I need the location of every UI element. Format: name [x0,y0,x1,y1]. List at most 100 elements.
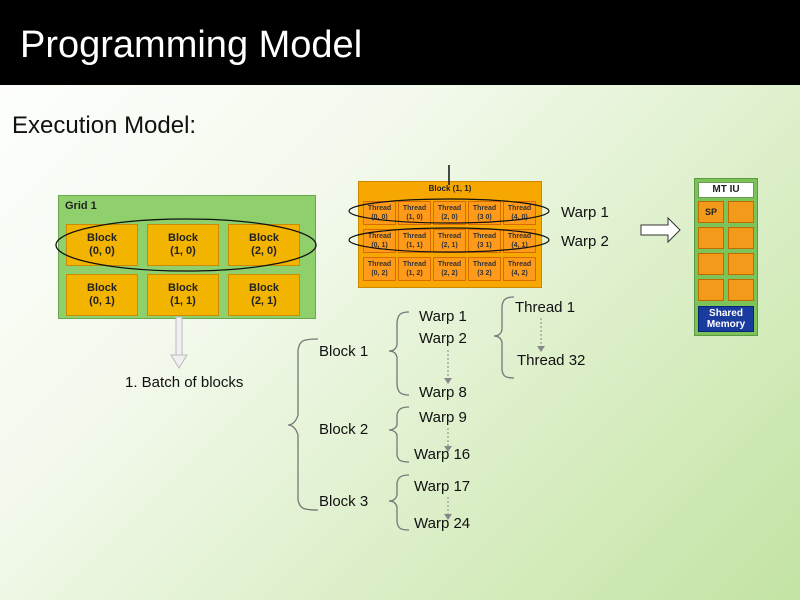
sp-cell [728,279,754,301]
blocks-brace [287,338,319,511]
block2-brace [388,406,410,463]
warp-label: Warp 16 [414,446,471,463]
sp-cell [728,227,754,249]
grid-block: Block(1, 0) [147,224,219,266]
thread-word: Thread [472,233,497,240]
thread-word: Thread [437,233,462,240]
shared-memory-line1: Shared [709,308,743,319]
warp-arrow-heads-icon [444,346,545,520]
sp-cell [728,201,754,223]
mtiu-label: MT IU [698,182,754,198]
warp-arrows [447,318,542,514]
arrow-to-sm-icon [640,216,681,244]
thread-word: Thread [437,205,462,212]
warp-label: Warp 8 [419,384,467,401]
title-bar: Programming Model [0,0,800,85]
thread-index: (3 0) [477,214,492,221]
thread-word: Thread [367,261,392,268]
block-detail-panel: Block (1, 1) Thread(0, 0)Thread(1, 0)Thr… [358,181,542,288]
block-3-label: Block 3 [319,493,369,510]
grid-block: Block(2, 1) [228,274,300,316]
thread-index: (0, 1) [371,242,388,249]
slide-title: Programming Model [20,24,363,66]
block-index: (2, 1) [251,295,277,307]
thread-32-label: Thread 32 [517,352,586,369]
sp-cell [698,279,724,301]
thread-index: (1, 0) [406,214,423,221]
block3-brace [388,474,410,531]
grid-block: Block(1, 1) [147,274,219,316]
thread-index: (0, 2) [371,270,388,277]
thread-word: Thread [507,233,532,240]
thread-index: (0, 0) [371,214,388,221]
block-word: Block [87,232,117,244]
thread-index: (2, 0) [441,214,458,221]
grid-panel: Grid 1 Block(0, 0) Block(1, 0) Block(2, … [58,195,316,319]
warp-label: Warp 1 [419,308,467,325]
thread-word: Thread [367,233,392,240]
thread-word: Thread [507,205,532,212]
thread-index: (2, 1) [441,242,458,249]
thread-index: (3 1) [477,242,492,249]
block-detail-label: Block (1, 1) [428,184,472,193]
thread-index: (3 2) [477,270,492,277]
block-index: (2, 0) [251,245,277,257]
thread-cell: Thread (1, 0) [398,201,431,225]
thread-index: (2, 2) [441,270,458,277]
block-index: (0, 1) [89,295,115,307]
thread-word: Thread [472,261,497,268]
thread-cell: Thread (3 1) [468,229,501,253]
shared-memory-line2: Memory [706,319,746,330]
warp-label: Warp 24 [414,515,471,532]
thread-index: (4, 2) [511,270,528,277]
grid-label: Grid 1 [65,200,97,212]
thread-word: Thread [367,205,392,212]
block-2-label: Block 2 [319,421,369,438]
grid-block: Block(0, 1) [66,274,138,316]
threads-brace [493,296,515,379]
thread-index: (1, 1) [406,242,423,249]
thread-word: Thread [437,261,462,268]
thread-cell: Thread (4, 2) [503,257,536,281]
warp-label: Warp 9 [419,409,467,426]
sp-cell [698,253,724,275]
thread-1-label: Thread 1 [515,299,576,316]
block-index: (1, 0) [170,245,196,257]
block1-brace [388,311,410,396]
thread-cell: Thread(1, 2) [398,257,431,281]
thread-word: Thread [402,261,427,268]
thread-word: Thread [402,205,427,212]
thread-index: (4, 0) [511,214,528,221]
block-index: (1, 1) [170,295,196,307]
sp-cell: SP [698,201,724,223]
block-word: Block [249,232,279,244]
warp2-ellipse [348,227,550,253]
thread-cell: Thread (3 0) [468,201,501,225]
thread-cell: Thread (0, 2) [363,257,396,281]
block-index: (0, 0) [89,245,115,257]
block-word: Block [168,282,198,294]
sp-cell [698,227,724,249]
batch-arrow-shaft [175,316,183,358]
grid-row-ellipse [55,218,317,272]
thread-word: Thread [507,261,532,268]
thread-cell: Thread (3 2) [468,257,501,281]
thread-word: Thread [402,233,427,240]
thread-cell: Thread (1, 1) [398,229,431,253]
sp-cell [728,253,754,275]
shared-memory-box: Shared Memory [698,306,754,332]
thread-word: Thread [472,205,497,212]
warp-label: Warp 2 [419,330,467,347]
slide-subtitle: Execution Model: [12,112,197,139]
warp-1-label: Warp 1 [561,204,609,221]
block-word: Block [249,282,279,294]
sm-panel: MT IU SP Shared Memory [694,178,758,336]
thread-cell: Thread (2, 2) [433,257,466,281]
warp-2-label: Warp 2 [561,233,609,250]
block-1-label: Block 1 [319,343,369,360]
warp-label: Warp 17 [414,478,471,495]
warp1-ellipse [348,198,550,224]
batch-arrow-head-icon [170,354,188,369]
thread-index: (4, 1) [511,242,528,249]
